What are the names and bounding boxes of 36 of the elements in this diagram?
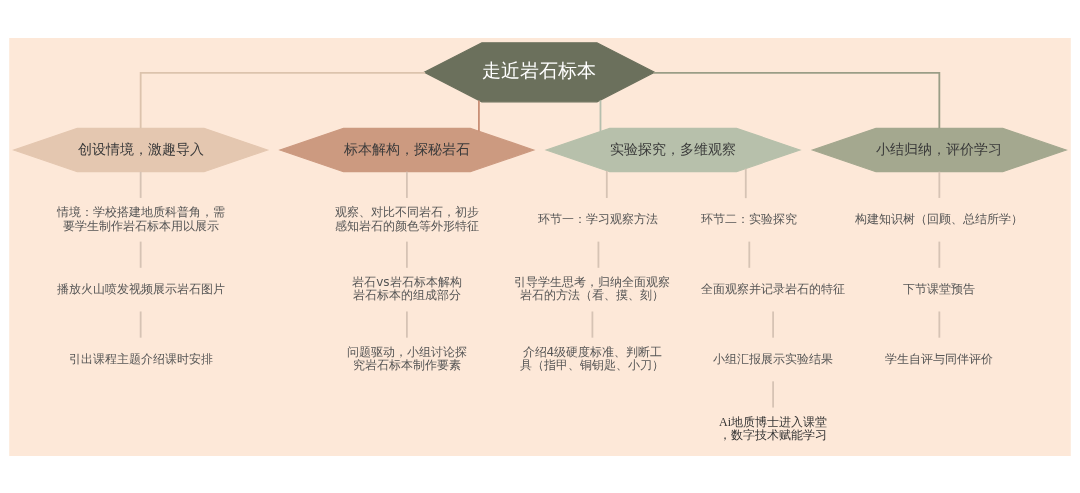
node-text: 下节课堂预告 [903,281,976,296]
node-text: 岩石vs岩石标本解构岩石标本的组成部分 [352,274,462,302]
connector [772,379,774,408]
connector [478,98,480,132]
connector [652,71,941,129]
connector [938,310,941,339]
connector [591,310,594,339]
connector [748,240,751,269]
node-text: 观察、对比不同岩石，初步感知岩石的颜色等外形特征 [334,204,479,233]
connector [744,167,747,199]
connector [597,240,600,269]
connector [139,170,142,199]
node-text: 学生自评与同伴评价 [885,351,994,366]
connector [605,169,608,199]
connector [139,310,142,339]
connector [938,170,941,199]
connector [938,240,941,269]
node-text: 环节一：学习观察方法 [538,211,659,226]
connector [139,240,142,269]
connector [406,170,408,199]
node-text: 情境：学校搭建地质科普角，需要学生制作岩石标本用以展示 [56,204,225,233]
connector [772,310,774,339]
node-text: 小组汇报展示实验结果 [713,351,834,366]
connector [406,240,408,269]
node-text: 构建知识树（回顾、总结所学） [855,211,1024,226]
node-text: 播放火山喷发视频展示岩石图片 [56,281,225,296]
connector [406,310,408,339]
node-text: 引导学生思考，归纳全面观察岩石的方法（看、摸、刻） [514,274,671,302]
node-text: 全面观察并记录岩石的特征 [701,281,846,296]
node-text: Ai地质博士进入课堂，数字技术赋能学习 [719,414,828,442]
node-text: 引出课程主题介绍课时安排 [68,351,213,366]
node-text: 环节二：实验探究 [701,211,798,226]
node-text: 问题驱动，小组讨论探究岩石标本制作要素 [346,344,467,372]
connector [599,98,602,132]
connector [139,71,427,129]
node-text: 介绍4级硬度标准、判断工具（指甲、铜钥匙、小刀） [520,344,665,372]
